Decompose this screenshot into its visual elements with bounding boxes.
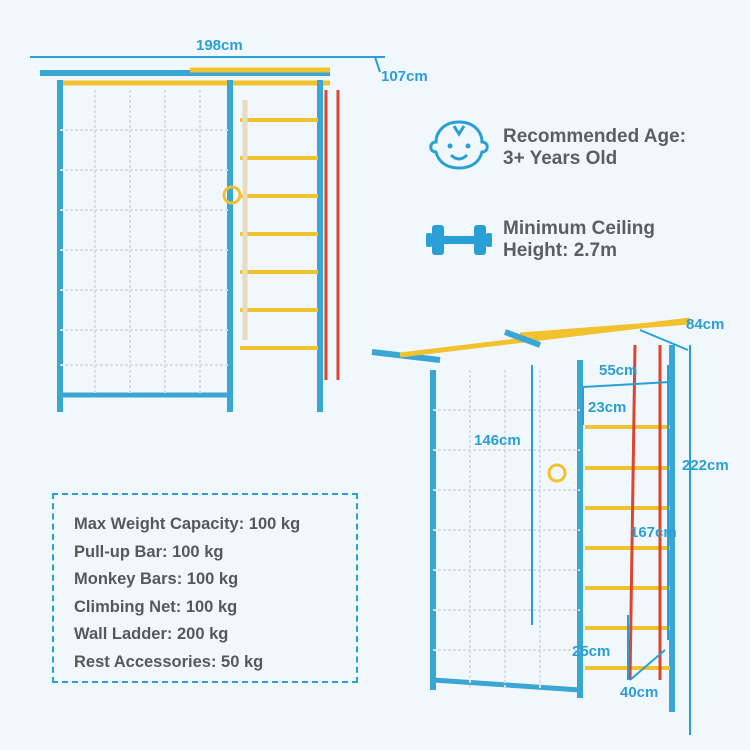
top-gym-illustration (30, 56, 385, 412)
dumbbell-icon (426, 225, 492, 255)
rung-width-label: 55cm (599, 362, 638, 379)
recommended-age-text: Recommended Age: 3+ Years Old (503, 126, 686, 170)
rung-gap-label: 23cm (588, 399, 627, 416)
swing-width-label: 40cm (620, 684, 659, 701)
ceiling-line-1: Minimum Ceiling (503, 218, 655, 239)
width-dimension-label: 198cm (196, 37, 243, 54)
net-height-label: 146cm (474, 432, 521, 449)
depth-dimension-label-bottom: 84cm (686, 316, 725, 333)
height-label: 222cm (682, 457, 729, 474)
spec-wall-ladder: Wall Ladder: 200 kg (74, 625, 229, 644)
ladder-height-label: 167cm (630, 524, 677, 541)
baby-face-icon (429, 120, 489, 170)
spec-rest-accessories: Rest Accessories: 50 kg (74, 652, 264, 671)
ceiling-line-2: Height: 2.7m (503, 240, 618, 261)
age-line-1: Recommended Age: (503, 126, 686, 147)
bottom-gym-illustration (371, 317, 691, 735)
weight-capacity-box: Max Weight Capacity: 100 kg Pull-up Bar:… (52, 493, 358, 683)
spec-climbing-net: Climbing Net: 100 kg (74, 597, 238, 616)
spec-max-weight: Max Weight Capacity: 100 kg (74, 515, 301, 533)
depth-dimension-label: 107cm (381, 68, 428, 85)
minimum-ceiling-text: Minimum Ceiling Height: 2.7m (503, 218, 655, 262)
spec-pull-up-bar: Pull-up Bar: 100 kg (74, 542, 224, 561)
spec-monkey-bars: Monkey Bars: 100 kg (74, 570, 239, 589)
age-line-2: 3+ Years Old (503, 148, 618, 169)
swing-height-label: 25cm (572, 643, 611, 660)
